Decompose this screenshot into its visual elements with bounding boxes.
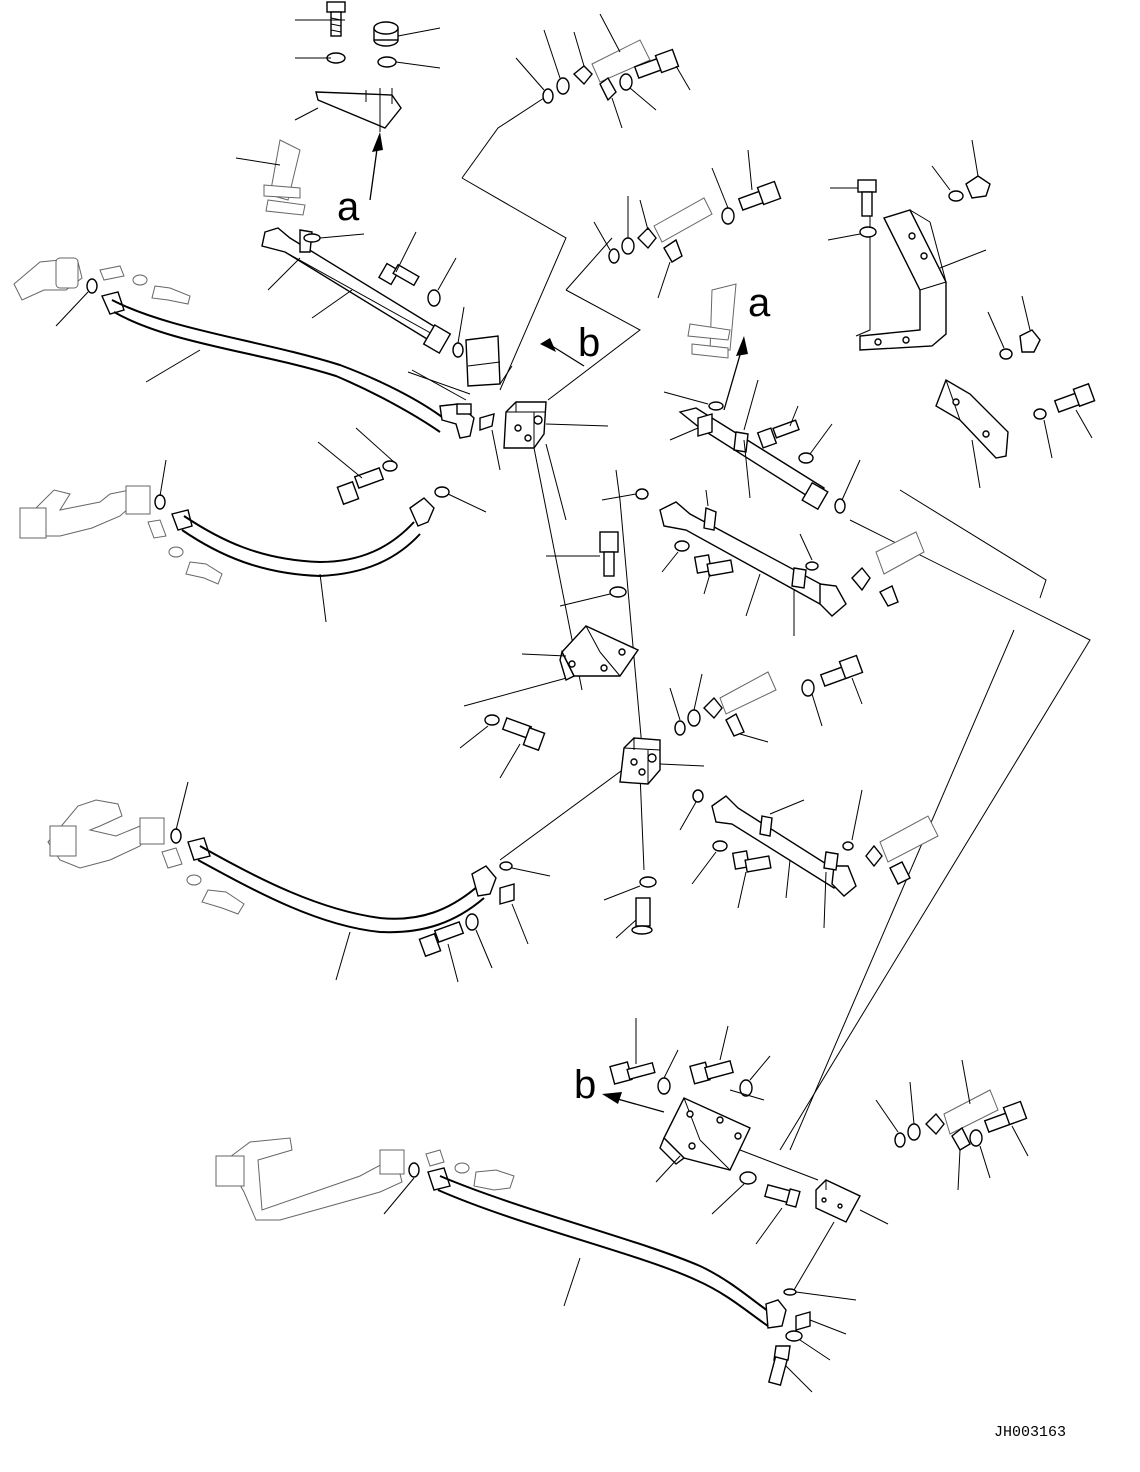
tube-upper-right: a <box>663 281 861 514</box>
arrow-a-upper <box>372 132 383 152</box>
hose-4 <box>215 1137 857 1393</box>
callout-b-lower: b <box>574 1063 596 1107</box>
fitting-group-top-center <box>515 13 691 129</box>
manifold-block-upper: b <box>407 321 649 501</box>
fitting-group-lower-middle <box>669 654 864 743</box>
bracket-right-small <box>935 295 1096 489</box>
hose-2 <box>19 459 435 623</box>
nut-top <box>373 21 399 47</box>
tube-lower-right <box>691 789 939 929</box>
callout-b-upper: b <box>578 321 600 365</box>
ghost-hose-upper-left <box>235 139 306 216</box>
bracket-plate-top <box>315 91 402 129</box>
bolt-top-left <box>326 1 346 37</box>
hose-3 <box>47 781 551 983</box>
nameplate <box>465 335 501 387</box>
fitting-group-lower-right <box>875 1059 1029 1191</box>
tube-upper-left <box>261 227 452 354</box>
drawing-code: JH003163 <box>994 1424 1066 1441</box>
top-left-bracket-group: a <box>294 1 441 229</box>
callout-a-right: a <box>748 281 771 325</box>
tube-middle-right <box>659 489 925 636</box>
washer-top-center <box>377 56 397 68</box>
hose-1 <box>13 257 501 471</box>
callout-a-upper: a <box>337 185 360 229</box>
bracket-center <box>459 531 640 779</box>
fitting-group-center <box>593 149 782 299</box>
bracket-lower: b <box>574 1018 889 1291</box>
bolt-hose-1 <box>317 427 487 513</box>
bolt-tube-end <box>377 231 465 358</box>
manifold-block-middle <box>603 737 705 939</box>
group-outline-lines <box>461 97 1091 1151</box>
bracket-right-upper <box>827 139 991 351</box>
